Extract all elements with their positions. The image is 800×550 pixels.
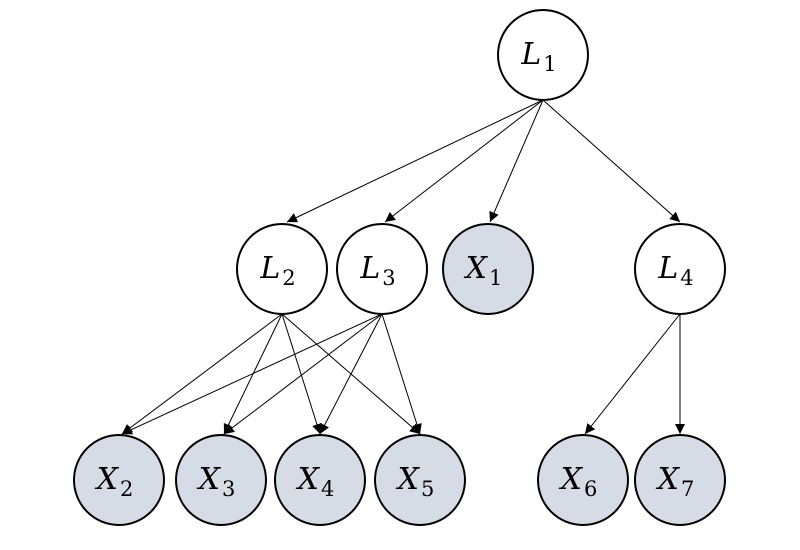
edge-l3-x3 — [223, 313, 383, 435]
node-subscript: 2 — [120, 477, 133, 501]
node-label: L3 — [359, 251, 395, 290]
node-subscript: 3 — [222, 477, 235, 501]
node-variable: X — [197, 462, 222, 497]
edge-l2-x4 — [281, 313, 322, 435]
edge-l1-l4 — [542, 99, 681, 223]
edge-l3-x5 — [381, 313, 422, 435]
node-subscript: 5 — [421, 477, 434, 501]
edge-l4-x6 — [584, 313, 681, 435]
node-l3: L3 — [336, 223, 428, 315]
edges-layer — [121, 99, 685, 435]
node-label: X7 — [656, 462, 695, 501]
node-variable: X — [559, 462, 584, 497]
observed-node-circle — [374, 434, 466, 526]
node-x6: X6 — [537, 434, 629, 526]
node-l1: L1 — [497, 9, 589, 101]
edge-l1-l3 — [384, 99, 544, 223]
node-subscript: 1 — [543, 52, 556, 76]
node-label: L2 — [259, 251, 295, 290]
observed-node-circle — [442, 223, 534, 315]
node-label: X2 — [95, 462, 134, 501]
latent-node-circle — [336, 223, 428, 315]
latent-node-circle — [497, 9, 589, 101]
node-variable: X — [656, 462, 681, 497]
edge-l3-x2 — [121, 313, 383, 435]
node-subscript: 4 — [321, 477, 334, 501]
node-variable: L — [520, 37, 541, 72]
node-l4: L4 — [634, 223, 726, 315]
node-label: X5 — [396, 462, 435, 501]
node-subscript: 6 — [584, 477, 597, 501]
node-label: X4 — [296, 462, 335, 501]
edge-l1-l2 — [286, 99, 544, 223]
node-subscript: 1 — [489, 266, 502, 290]
edge-l2-x2 — [121, 313, 283, 435]
edge-l3-x4 — [319, 313, 383, 435]
node-x4: X4 — [274, 434, 366, 526]
observed-node-circle — [73, 434, 165, 526]
node-subscript: 4 — [680, 266, 693, 290]
edge-l1-x1 — [489, 99, 544, 223]
node-variable: L — [359, 251, 380, 286]
node-label: X6 — [559, 462, 598, 501]
node-subscript: 3 — [382, 266, 395, 290]
node-variable: X — [296, 462, 321, 497]
node-x5: X5 — [374, 434, 466, 526]
node-x2: X2 — [73, 434, 165, 526]
node-label: X1 — [464, 251, 503, 290]
node-variable: L — [657, 251, 678, 286]
node-x3: X3 — [175, 434, 267, 526]
latent-node-circle — [634, 223, 726, 315]
node-variable: L — [259, 251, 280, 286]
node-variable: X — [95, 462, 120, 497]
node-variable: X — [396, 462, 421, 497]
node-subscript: 2 — [282, 266, 295, 290]
node-subscript: 7 — [681, 477, 694, 501]
node-x1: X1 — [442, 223, 534, 315]
node-l2: L2 — [236, 223, 328, 315]
node-label: X3 — [197, 462, 236, 501]
node-label: L4 — [657, 251, 693, 290]
latent-node-circle — [236, 223, 328, 315]
observed-node-circle — [274, 434, 366, 526]
observed-node-circle — [634, 434, 726, 526]
node-variable: X — [464, 251, 489, 286]
observed-node-circle — [175, 434, 267, 526]
node-label: L1 — [520, 37, 556, 76]
node-x7: X7 — [634, 434, 726, 526]
observed-node-circle — [537, 434, 629, 526]
